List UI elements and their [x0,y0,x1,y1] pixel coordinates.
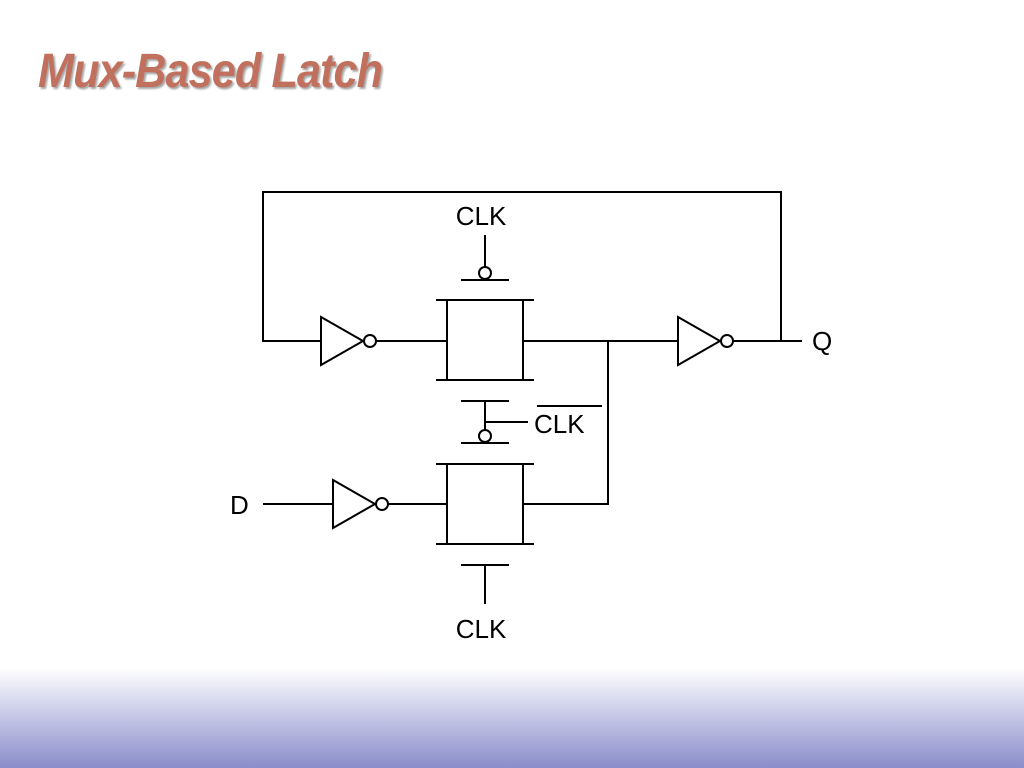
lower-transmission-gate [436,442,534,604]
label-clk-bottom: CLK [456,614,507,644]
lower-tgate-pmos-bubble [478,429,492,443]
feedback-wire [262,191,782,342]
label-input-d: D [230,490,249,520]
footer-gradient [0,668,1024,768]
feedback-inverter-bubble [363,334,377,348]
label-clk-bar: CLK [534,409,585,439]
label-output-q: Q [812,326,832,356]
lower-tgate-output-wire [523,341,609,505]
slide-title: Mux-Based Latch [38,45,383,98]
feedback-inverter [320,315,377,367]
input-inverter [332,478,389,530]
upper-transmission-gate [436,235,534,402]
output-inverter-bubble [720,334,734,348]
output-inverter [677,315,734,367]
input-inverter-bubble [375,497,389,511]
upper-tgate-pmos-bubble [478,266,492,280]
label-clk-top: CLK [456,201,507,231]
